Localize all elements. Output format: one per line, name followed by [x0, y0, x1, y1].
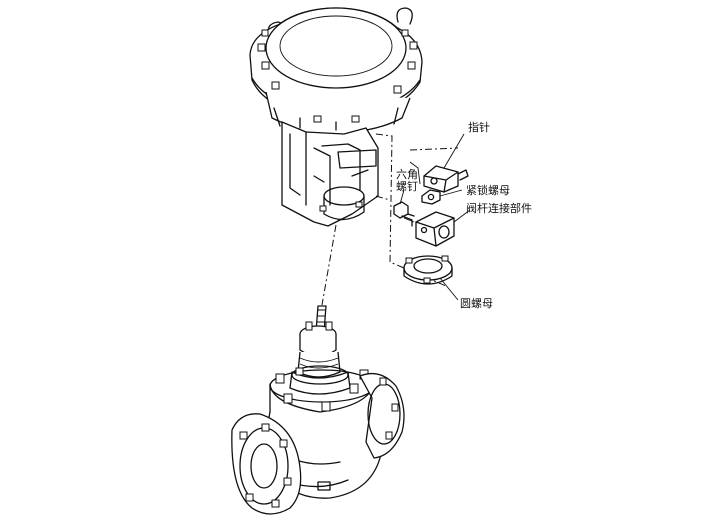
valve-body: [231, 367, 405, 515]
valve-bonnet: [289, 321, 351, 395]
label-hex-screw-line2: 螺钉: [396, 180, 418, 193]
round-nut-part: [403, 255, 453, 285]
assembly-centerline: [321, 224, 337, 306]
actuator-diaphragm-housing: [249, 7, 423, 134]
label-stem-connector: 阀杆连接部件: [466, 202, 532, 215]
label-pointer: 指针: [468, 121, 490, 134]
left-flange-bolts: [239, 423, 292, 508]
exploded-view-bracket: [375, 133, 459, 287]
leader-lines: [399, 133, 471, 301]
stem-connector-part: [415, 211, 455, 247]
pointer-part: [423, 165, 469, 193]
label-round-nut: 圆螺母: [460, 297, 493, 310]
label-lock-nut: 紧锁螺母: [466, 184, 510, 197]
label-hex-screw-line1: 六角: [396, 168, 418, 181]
hex-screw-part: [393, 201, 415, 227]
lock-nut-part: [421, 189, 441, 205]
actuator-yoke: [281, 117, 379, 227]
